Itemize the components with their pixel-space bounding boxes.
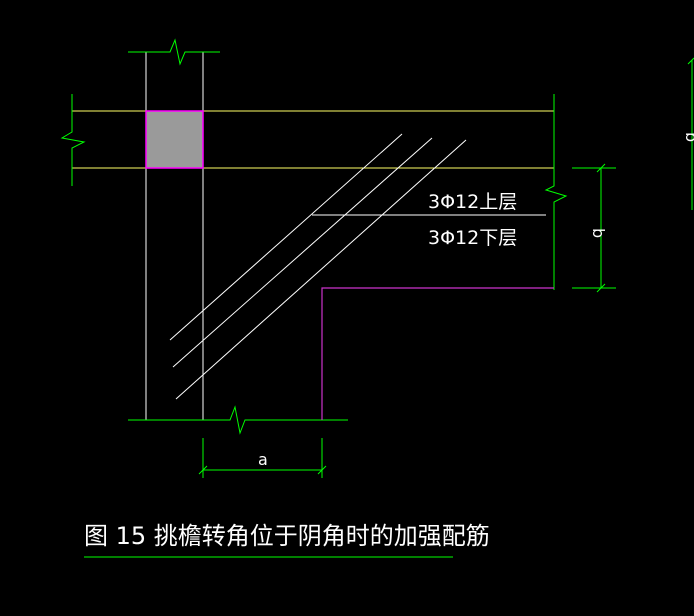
- dimension-a-tick-right: [317, 465, 327, 475]
- edge-dimension-tick: [687, 57, 694, 65]
- slab-inner-corner-edge: [321, 287, 554, 420]
- edge-dimension: [687, 57, 694, 210]
- dimension-b-label: b: [589, 228, 608, 238]
- rebar-top-label: 3Φ12上层: [428, 191, 517, 213]
- diagonal-rebars: [169, 133, 467, 400]
- rebar-bottom-label: 3Φ12下层: [428, 227, 517, 249]
- diagonal-rebar-1: [169, 133, 403, 341]
- figure-caption: 图 15 挑檐转角位于阴角时的加强配筋: [84, 522, 490, 550]
- dimension-a-label: a: [258, 450, 268, 469]
- dimension-b-tick-bottom: [596, 283, 606, 293]
- diagonal-rebar-3: [175, 139, 467, 400]
- column-top-break-mark: [128, 38, 220, 66]
- edge-dimension-label: b: [682, 132, 694, 142]
- beam-left-break-mark: [60, 94, 86, 186]
- column-section: [145, 110, 204, 169]
- dimension-a-tick-left: [198, 465, 208, 475]
- dimension-a: [198, 438, 327, 478]
- bottom-break-mark: [128, 405, 348, 435]
- right-break-mark: [544, 94, 568, 290]
- dimension-b-tick-top: [596, 163, 606, 173]
- diagonal-rebar-2: [172, 137, 433, 368]
- dimension-b: [572, 163, 616, 293]
